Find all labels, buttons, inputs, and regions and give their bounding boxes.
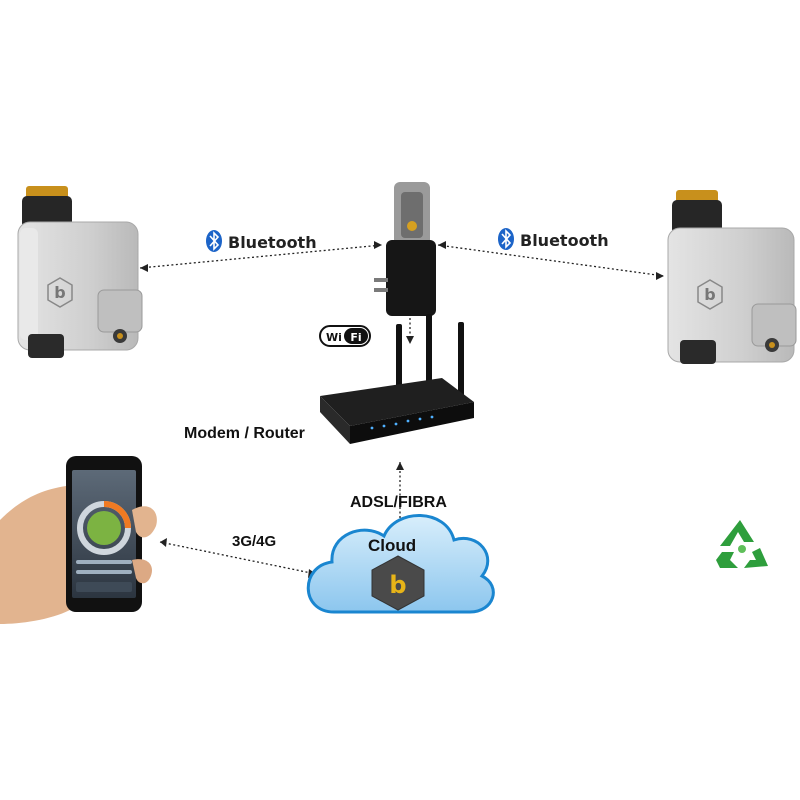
adsl-fibra-label: ADSL/FIBRA xyxy=(350,494,447,511)
bluetooth-icon xyxy=(498,228,514,250)
brand-hex-icon xyxy=(371,555,425,611)
recycle-icon xyxy=(716,520,768,568)
brand-letter: b xyxy=(389,571,406,599)
bluetooth-label-right: Bluetooth xyxy=(498,228,609,250)
right-water-valve: b xyxy=(667,190,797,364)
valve-hex-badge-right xyxy=(697,279,723,310)
left-water-valve: b xyxy=(17,186,143,358)
bluetooth-icon xyxy=(206,230,222,252)
cloud-label: Cloud xyxy=(368,536,416,555)
cloud-icon: b xyxy=(306,514,495,614)
valve-hex-badge-left xyxy=(47,277,73,308)
bluetooth-label-left: Bluetooth xyxy=(206,230,317,252)
bluetooth-text-left: Bluetooth xyxy=(228,233,317,252)
smartphone-in-hand xyxy=(0,456,157,624)
link-left-valve-hub xyxy=(139,244,383,269)
modem-router-label: Modem / Router xyxy=(184,425,305,442)
svg-text:Fi: Fi xyxy=(350,331,361,344)
wifi-icon: Wi Fi xyxy=(319,325,371,347)
link-hub-right-valve xyxy=(437,244,665,277)
connection-lines xyxy=(139,244,665,575)
arrowheads xyxy=(140,241,664,578)
bluetooth-wifi-hub xyxy=(374,182,436,316)
svg-text:Wi: Wi xyxy=(326,331,342,344)
svg-text:b: b xyxy=(704,285,715,304)
modem-router xyxy=(320,314,474,444)
svg-text:b: b xyxy=(54,283,65,302)
bluetooth-text-right: Bluetooth xyxy=(520,231,609,250)
mobile-network-label: 3G/4G xyxy=(232,533,276,550)
